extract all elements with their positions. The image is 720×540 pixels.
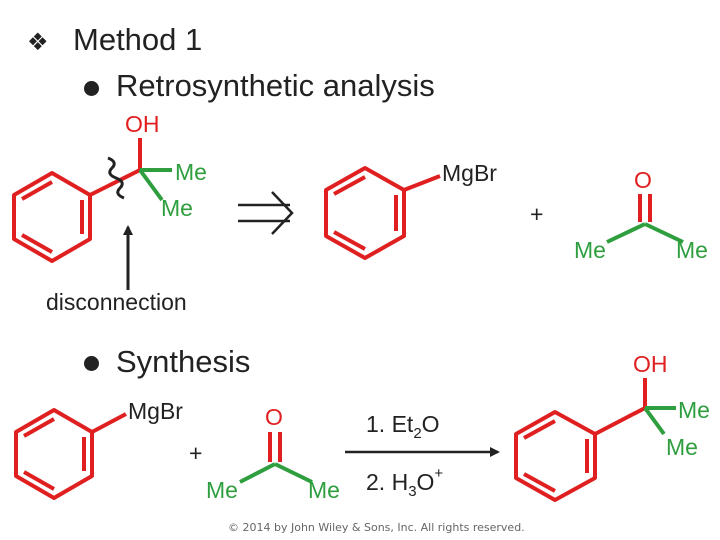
hydroxyl-label: OH [633, 351, 668, 377]
carbonyl-oxygen-label: O [634, 167, 652, 193]
slide-title: Method 1 [73, 22, 203, 57]
disconnection-squiggle-icon [107, 156, 125, 200]
condition-step-2: 2. H3O+ [366, 465, 443, 500]
mgbr-label: MgBr [442, 160, 497, 186]
carbon-methyl-bond [138, 168, 164, 202]
retrosynthetic-arrow-icon [238, 191, 294, 235]
ring-carbon-bond [89, 168, 141, 197]
condition-step-1: 1. Et2O [366, 411, 440, 442]
synthesis-heading: Synthesis [116, 344, 251, 379]
disconnection-label: disconnection [46, 289, 187, 315]
retrosynthetic-heading: Retrosynthetic analysis [116, 68, 435, 103]
benzene-ring-grignard-synth [14, 408, 94, 500]
methyl-label: Me [206, 477, 238, 503]
ring-carbon-bond [594, 406, 646, 436]
ring-magnesium-bond [403, 174, 441, 192]
mgbr-label: MgBr [128, 398, 183, 424]
methyl-label: Me [175, 159, 207, 185]
bullet-dot-icon [84, 356, 99, 371]
acetone-retro [606, 194, 684, 244]
methyl-label: Me [666, 434, 698, 460]
bullet-dot-icon [84, 81, 99, 96]
methyl-label: Me [676, 237, 708, 263]
hydroxyl-label: OH [125, 111, 160, 137]
carbon-methyl-bond [643, 406, 666, 436]
benzene-ring-product-synth [514, 410, 597, 502]
benzene-ring-product-retro [12, 171, 92, 263]
ring-magnesium-bond [91, 412, 127, 434]
methyl-label: Me [161, 195, 193, 221]
benzene-ring-grignard-retro [324, 166, 406, 260]
methyl-label: Me [308, 477, 340, 503]
methyl-label: Me [574, 237, 606, 263]
diamond-bullet-icon: ❖ [27, 28, 49, 56]
plus-sign: + [530, 201, 543, 227]
acetone-synth [239, 432, 313, 484]
carbonyl-oxygen-label: O [265, 404, 283, 430]
methyl-label: Me [678, 397, 710, 423]
copyright-footer: © 2014 by John Wiley & Sons, Inc. All ri… [228, 521, 525, 534]
plus-sign: + [189, 440, 202, 466]
